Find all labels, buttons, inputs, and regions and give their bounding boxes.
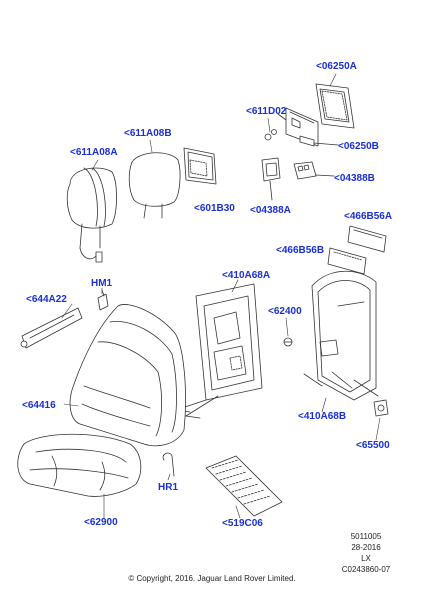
label-644A22[interactable]: <644A22	[26, 294, 67, 305]
part-HM1-screw	[97, 289, 109, 311]
label-601B30[interactable]: <601B30	[194, 203, 235, 214]
label-410A68B[interactable]: <410A68B	[298, 411, 347, 422]
part-HR1-hook	[162, 452, 175, 477]
part-62400-clip	[283, 337, 293, 347]
label-466B56A[interactable]: <466B56A	[344, 211, 393, 222]
label-HM1[interactable]: HM1	[91, 278, 113, 289]
label-62900[interactable]: <62900	[84, 517, 118, 528]
part-04388B-switch	[293, 161, 335, 180]
label-466B56B[interactable]: <466B56B	[276, 245, 325, 256]
label-611A08B[interactable]: <611A08B	[124, 128, 172, 139]
label-06250A[interactable]: <06250A	[316, 61, 357, 72]
label-HR1[interactable]: HR1	[158, 482, 179, 493]
label-611D02[interactable]: <611D02	[246, 106, 287, 117]
leader-lines	[61, 73, 381, 519]
ref-line-3: LX	[361, 554, 371, 563]
label-04388B[interactable]: <04388B	[334, 173, 375, 184]
label-410A68A[interactable]: <410A68A	[222, 270, 271, 281]
ref-line-4: C0243860-07	[341, 565, 391, 574]
part-65500-sensor	[373, 399, 389, 417]
reference-block: 5011005 28-2016 LX C0243860-07	[326, 531, 406, 575]
part-466B56B-light	[327, 247, 367, 275]
part-410A68B-frame	[303, 270, 379, 401]
copyright-notice: © Copyright, 2016. Jaguar Land Rover Lim…	[128, 574, 296, 583]
part-06250B-clip	[299, 135, 339, 147]
part-601B30-trim	[183, 147, 217, 185]
part-611A08A-headrest	[66, 167, 117, 263]
part-04388A-switch	[261, 157, 281, 201]
part-06250A-frame	[315, 83, 355, 129]
ref-line-2: 28-2016	[351, 543, 381, 552]
part-611A08B-headrest	[128, 152, 181, 219]
label-611A08A[interactable]: <611A08A	[70, 147, 118, 158]
label-64416[interactable]: <64416	[22, 400, 56, 411]
label-04388A[interactable]: <04388A	[250, 205, 291, 216]
ref-line-1: 5011005	[350, 532, 382, 541]
part-62900-cushion-cover	[17, 433, 142, 497]
part-611D02-plate	[264, 107, 319, 147]
label-519C06[interactable]: <519C06	[222, 518, 263, 529]
label-06250B[interactable]: <06250B	[338, 141, 379, 152]
part-519C06-mat	[205, 455, 283, 517]
part-64416-backrest-cover	[69, 304, 186, 447]
part-644A22-trim	[20, 307, 83, 349]
part-466B56A-light	[347, 225, 387, 253]
label-65500[interactable]: <65500	[356, 440, 390, 451]
part-410A68A-back-panel	[175, 283, 263, 419]
label-62400[interactable]: <62400	[268, 306, 302, 317]
